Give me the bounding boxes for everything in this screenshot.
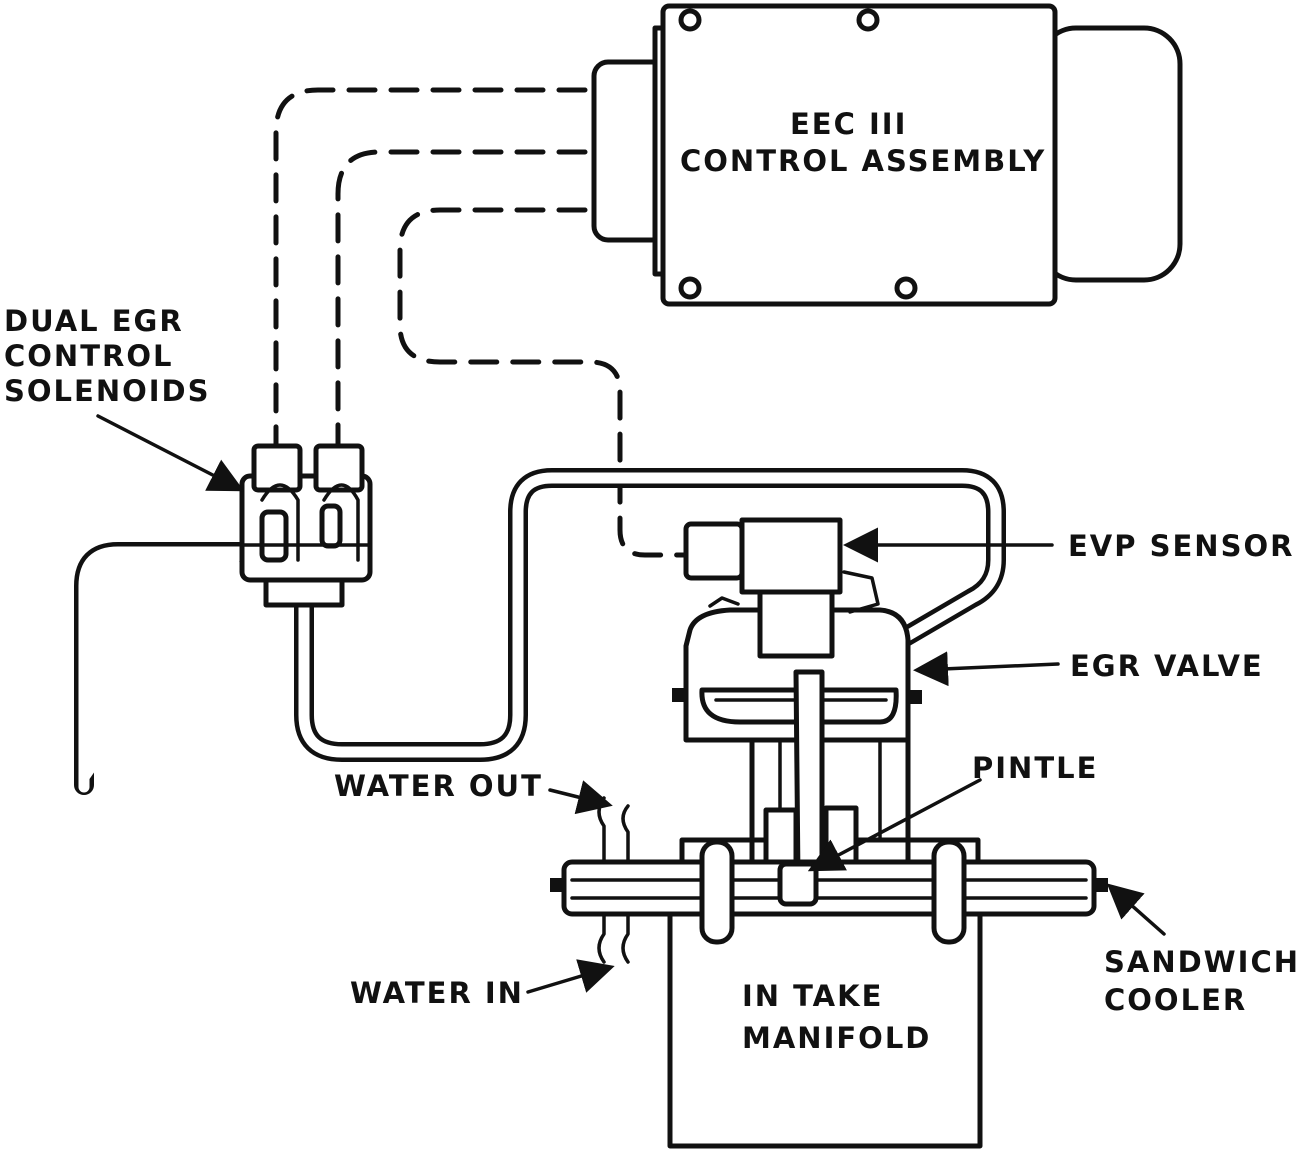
callout-labels: DUAL EGR CONTROL SOLENOIDS EVP SENSOR EG…: [4, 304, 1300, 1017]
cooler-label-line1: SANDWICH: [1104, 945, 1300, 979]
dual-egr-solenoids: [239, 443, 373, 608]
wire-solenoid-b: [335, 149, 588, 453]
arrow-water-in: [526, 959, 615, 994]
dual-label-line3: SOLENOIDS: [4, 374, 211, 408]
water-in-label: WATER IN: [350, 976, 524, 1010]
arrow-sandwich-cooler: [1106, 883, 1166, 936]
eec-control-assembly: EEC III CONTROL ASSEMBLY: [591, 3, 1183, 307]
pintle-label: PINTLE: [972, 751, 1098, 785]
dual-label-line2: CONTROL: [4, 339, 173, 373]
arrow-egr-valve: [913, 651, 1060, 687]
intake-label-line1: IN TAKE: [742, 979, 883, 1013]
electrical-wires: [273, 87, 689, 558]
dual-label-line1: DUAL EGR: [4, 304, 184, 338]
intake-manifold: IN TAKE MANIFOLD: [667, 911, 983, 1149]
arrow-water-out: [548, 780, 613, 815]
arrow-solenoids: [96, 414, 245, 492]
eec-label-line2: CONTROL ASSEMBLY: [680, 144, 1046, 178]
vacuum-hoses: [74, 468, 1006, 795]
sandwich-cooler: [550, 796, 1108, 964]
wire-evp-sensor: [397, 207, 689, 558]
intake-label-line2: MANIFOLD: [742, 1021, 931, 1055]
wire-solenoid-a: [273, 87, 588, 453]
egr-valve-label: EGR VALVE: [1070, 649, 1264, 683]
cooler-label-line2: COOLER: [1104, 983, 1247, 1017]
eec-label-line1: EEC III: [790, 107, 907, 141]
arrow-pintle: [807, 778, 982, 872]
leader-arrows: [96, 414, 1166, 994]
water-out-label: WATER OUT: [334, 769, 543, 803]
evp-sensor-label: EVP SENSOR: [1068, 529, 1294, 563]
